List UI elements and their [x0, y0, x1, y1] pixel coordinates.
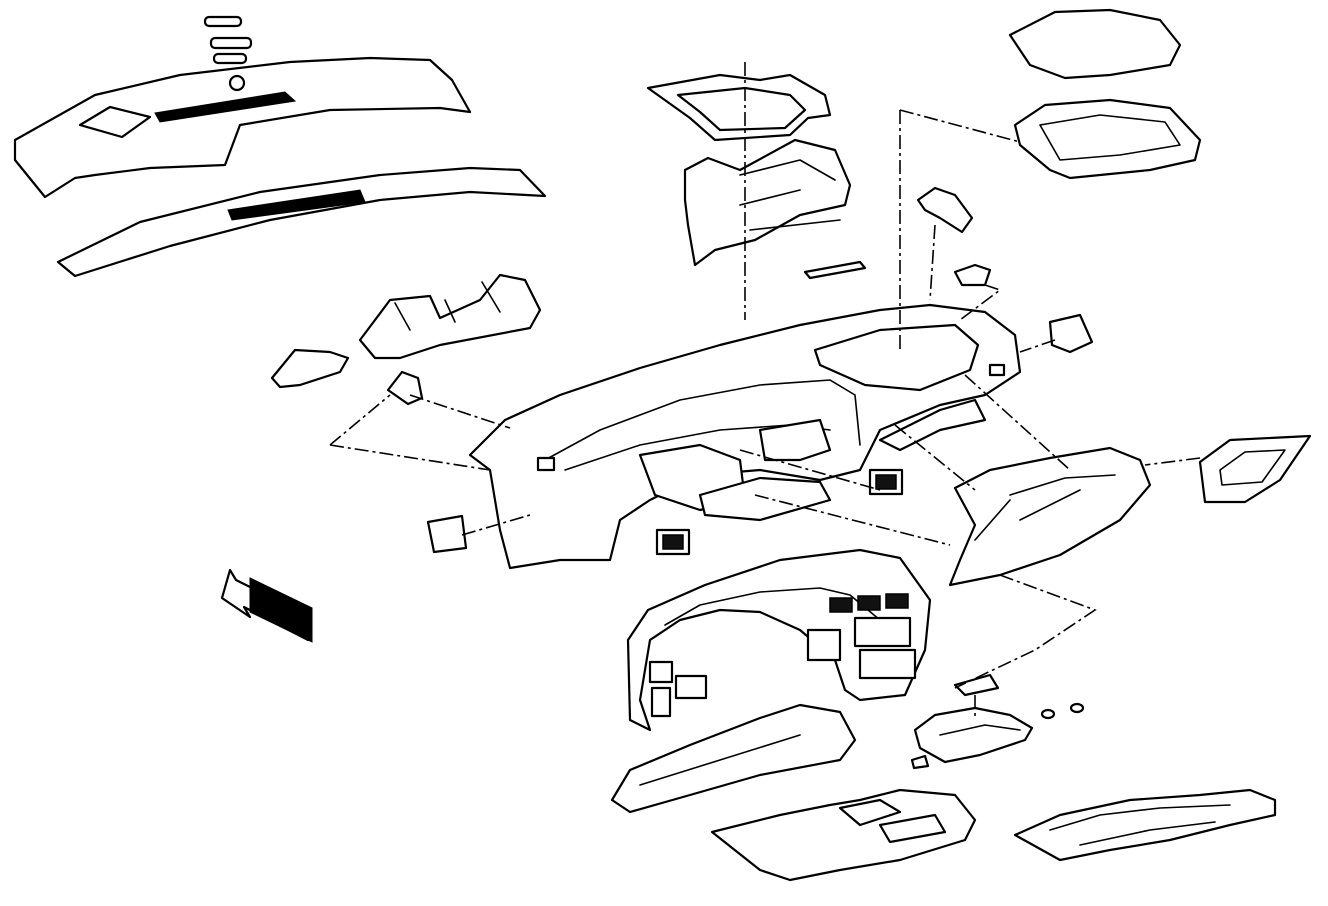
- steering-column-cover: [710, 788, 977, 882]
- upper-trim-pad: [13, 56, 472, 199]
- switch-housing: [953, 263, 992, 287]
- center-vent-left: [655, 528, 691, 556]
- instrument-panel-carrier: [468, 303, 1022, 570]
- right-speaker-bezel: [1198, 434, 1312, 504]
- center-support-bracket: [683, 138, 852, 267]
- defroster-duct: [56, 166, 547, 278]
- upper-bezel-frame: [646, 73, 832, 142]
- glove-compartment-bin: [1013, 98, 1202, 180]
- ashtray-housing: [953, 673, 1000, 697]
- cluster-trim-bezel: [626, 548, 932, 732]
- front-direction-arrow-icon: [220, 568, 313, 643]
- ashtray-bracket: [913, 706, 1034, 764]
- left-speaker-clip: [386, 370, 424, 406]
- hazard-switch-clip: [916, 186, 974, 234]
- left-center-bracket: [358, 273, 542, 360]
- small-trim-strip: [803, 260, 867, 280]
- left-end-bracket: [270, 348, 350, 389]
- center-console-trim: [1013, 788, 1277, 862]
- center-vent-right: [868, 468, 904, 496]
- leader-lines: [329, 62, 1201, 720]
- speaker-cover: [1008, 8, 1182, 80]
- defroster-clips: [203, 15, 253, 65]
- right-end-cap: [1048, 313, 1094, 354]
- left-end-cap: [426, 514, 468, 554]
- small-fasteners: [910, 702, 1085, 770]
- glove-box-door: [948, 446, 1152, 587]
- lower-knee-bolster: [610, 703, 857, 814]
